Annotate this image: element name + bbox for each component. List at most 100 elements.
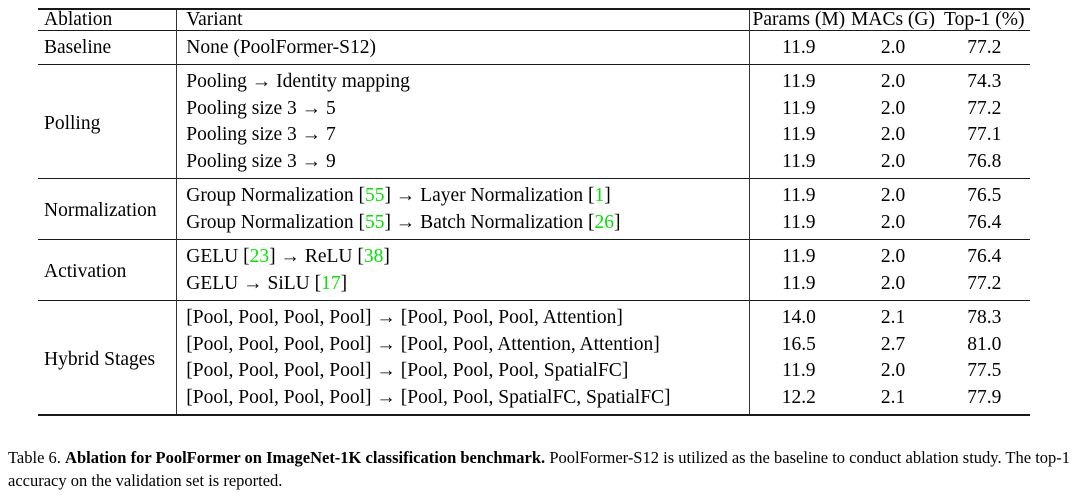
column-header-params: Params (M) — [749, 9, 848, 30]
table-row: [Pool, Pool, Pool, Pool] → [Pool, Pool, … — [38, 384, 1030, 415]
cell-macs: 2.0 — [880, 272, 906, 294]
cell-params: 11.9 — [749, 239, 848, 270]
cell-variant: Pooling size 3 → 5 — [176, 95, 750, 122]
cell-top1: 77.2 — [967, 97, 1002, 119]
cell-variant: Group Normalization [55] → Layer Normali… — [176, 178, 750, 209]
cell-macs: 2.1 — [880, 307, 906, 328]
cell-params: 11.9 — [749, 270, 848, 301]
cell-variant: Pooling → Identity mapping — [176, 64, 750, 95]
table-row: Baseline None (PoolFormer-S12)11.9 2.0 77.2 — [38, 30, 1030, 65]
ablation-table: Ablation Variant Params (M) MACs (G) Top… — [38, 8, 1030, 416]
cell-variant: GELU [23] → ReLU [38] — [176, 239, 750, 270]
variant-text: ] — [383, 246, 390, 267]
cell-variant: [Pool, Pool, Pool, Pool] → [Pool, Pool, … — [176, 357, 750, 384]
ablation-table-container: Ablation Variant Params (M) MACs (G) Top… — [38, 8, 1030, 416]
cell-params: 11.9 — [749, 30, 848, 65]
cell-top1: 77.9 — [967, 386, 1002, 408]
figure-caption: Table 6. Ablation for PoolFormer on Imag… — [8, 447, 1072, 493]
column-header-ablation: Ablation — [44, 9, 113, 30]
variant-text: ] → Batch Normalization [ — [384, 211, 595, 233]
cell-params: 11.9 — [749, 357, 848, 384]
column-header-variant: Variant — [176, 9, 750, 30]
column-header-top1: Top-1 (%) — [944, 9, 1025, 30]
cell-variant: Pooling size 3 → 7 — [176, 121, 750, 148]
variant-text: ] — [340, 272, 348, 294]
cell-top1: 76.4 — [967, 246, 1002, 267]
cell-params: 16.5 — [749, 331, 848, 358]
cell-ablation-group-label: Polling — [44, 112, 101, 134]
variant-text: GELU → SiLU [ — [186, 272, 322, 294]
cell-macs: 2.0 — [880, 211, 906, 233]
variant-text: Group Normalization [ — [186, 185, 365, 206]
cell-variant: [Pool, Pool, Pool, Pool] → [Pool, Pool, … — [176, 384, 750, 415]
cell-params: 11.9 — [749, 95, 848, 122]
cell-top1: 76.8 — [967, 150, 1002, 172]
cell-top1: 76.4 — [967, 211, 1002, 233]
cell-macs: 2.0 — [880, 185, 906, 206]
cell-macs: 2.7 — [880, 333, 906, 355]
cell-macs: 2.1 — [880, 386, 906, 408]
cell-top1: 77.2 — [967, 36, 1002, 58]
header-row: Ablation Variant Params (M) MACs (G) Top… — [38, 9, 1030, 30]
table-row: [Pool, Pool, Pool, Pool] → [Pool, Pool, … — [38, 331, 1030, 358]
cell-top1: 78.3 — [967, 307, 1002, 328]
cell-params: 11.9 — [749, 178, 848, 209]
variant-text: ] — [614, 211, 621, 233]
cell-params: 11.9 — [749, 64, 848, 95]
citation-ref: 55 — [364, 185, 385, 206]
cell-variant: None (PoolFormer-S12) — [176, 30, 750, 65]
cell-variant: [Pool, Pool, Pool, Pool] → [Pool, Pool, … — [176, 331, 750, 358]
cell-top1: 81.0 — [967, 333, 1002, 355]
cell-params: 12.2 — [749, 384, 848, 415]
cell-params: 11.9 — [749, 148, 848, 179]
table-row: Normalization Group Normalization [55] → … — [38, 178, 1030, 220]
cell-params: 11.9 — [749, 209, 848, 240]
cell-top1: 77.2 — [967, 272, 1002, 294]
cell-macs: 2.0 — [880, 150, 906, 172]
cell-ablation-group-label: Normalization — [44, 200, 157, 221]
cell-variant: [Pool, Pool, Pool, Pool] → [Pool, Pool, … — [176, 300, 750, 331]
cell-variant: GELU → SiLU [17] — [176, 270, 750, 301]
cell-ablation-group-label: Hybrid Stages — [44, 348, 156, 370]
cell-macs: 2.0 — [880, 36, 906, 58]
cell-ablation-group-label: Activation — [44, 261, 127, 282]
table-row: [Pool, Pool, Pool, Pool] → [Pool, Pool, … — [38, 357, 1030, 384]
citation-ref: 26 — [594, 211, 615, 233]
cell-ablation-group-label: Baseline — [44, 36, 112, 58]
caption-number: Table 6. — [8, 448, 61, 467]
caption-title: Ablation for PoolFormer on ImageNet-1K c… — [65, 448, 546, 467]
cell-macs: 2.0 — [880, 97, 906, 119]
caption-body: PoolFormer-S12 is utilized as the baseli… — [8, 448, 1071, 490]
citation-ref: 55 — [364, 211, 385, 233]
variant-text: ] — [604, 185, 611, 206]
table-header: Ablation Variant Params (M) MACs (G) Top… — [38, 9, 1030, 30]
cell-variant: Pooling size 3 → 9 — [176, 148, 750, 179]
cell-macs: 2.0 — [880, 124, 906, 145]
cell-top1: 74.3 — [967, 71, 1002, 92]
citation-ref: 1 — [594, 185, 605, 206]
variant-text: ] → ReLU [ — [269, 246, 364, 267]
cell-macs: 2.0 — [880, 71, 906, 92]
cell-top1: 76.5 — [967, 185, 1002, 206]
variant-text: ] → Layer Normalization [ — [384, 185, 595, 206]
citation-ref: 23 — [249, 246, 270, 267]
column-header-macs: MACs (G) — [851, 9, 935, 30]
cell-params: 14.0 — [749, 300, 848, 331]
citation-ref: 38 — [363, 246, 384, 267]
table-row: Hybrid Stages [Pool, Pool, Pool, Pool] → … — [38, 300, 1030, 369]
citation-ref: 17 — [321, 272, 341, 294]
table-row: Group Normalization [55] → Batch Normali… — [38, 209, 1030, 240]
cell-macs: 2.0 — [880, 360, 906, 381]
cell-variant: Group Normalization [55] → Batch Normali… — [176, 209, 750, 240]
cell-top1: 77.5 — [967, 360, 1002, 381]
cell-top1: 77.1 — [967, 124, 1002, 145]
variant-text: GELU [ — [186, 246, 250, 267]
variant-text: Group Normalization [ — [186, 211, 365, 233]
